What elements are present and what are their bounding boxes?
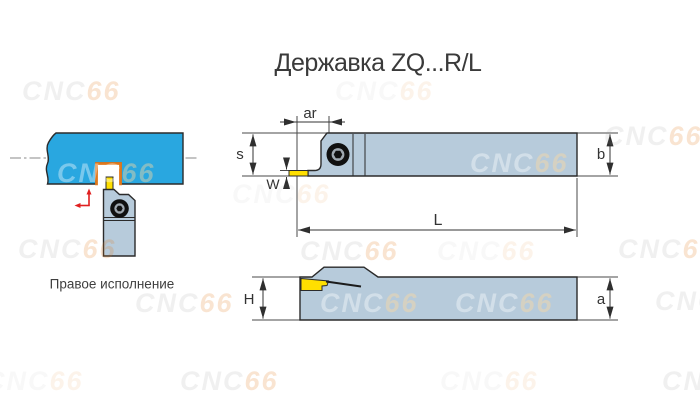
watermark: CNC66 <box>335 76 434 106</box>
dim-b-label: b <box>597 146 605 163</box>
watermark: CNC66 <box>180 366 279 396</box>
watermark: CNC66 <box>618 234 700 264</box>
watermark: CNC66 <box>662 366 700 396</box>
feed-direction-arrow <box>74 188 92 208</box>
watermark: CNC66 <box>440 366 539 396</box>
cutting-insert <box>105 176 114 191</box>
clamp-screw-side <box>326 143 350 166</box>
watermark: CNC66 <box>655 286 700 316</box>
watermark: CNC66 <box>604 121 700 151</box>
cutting-insert-side <box>288 170 309 177</box>
top-view-diagram: H a <box>244 266 618 321</box>
groove-outline <box>95 162 122 186</box>
watermark: CNC66 <box>0 366 84 396</box>
side-view-diagram: ar s W b L <box>236 105 618 237</box>
left-illustration: Правое исполнение <box>10 132 197 292</box>
dim-ar-label: ar <box>303 105 316 122</box>
watermark: CNC66 <box>437 236 536 266</box>
workpiece <box>45 132 184 185</box>
caption-right-hand: Правое исполнение <box>50 277 175 292</box>
holder-body-side <box>307 132 578 177</box>
dim-l-label: L <box>434 212 443 229</box>
page-title: Державка ZQ...R/L <box>275 49 483 77</box>
watermark: CNC66 <box>135 288 234 318</box>
dim-s-label: s <box>236 146 244 163</box>
clamp-screw <box>110 199 129 218</box>
holder-body-top <box>299 266 578 321</box>
clamp-finger-line <box>325 280 362 288</box>
dim-a-label: a <box>597 291 606 308</box>
watermark: CNC66 <box>22 76 121 106</box>
watermark: CNC66 <box>232 179 331 209</box>
dim-w-label: W <box>266 176 280 192</box>
watermark: CNC66 <box>300 236 399 266</box>
watermark: CNC66 <box>18 234 117 264</box>
dim-h-label: H <box>244 291 255 308</box>
